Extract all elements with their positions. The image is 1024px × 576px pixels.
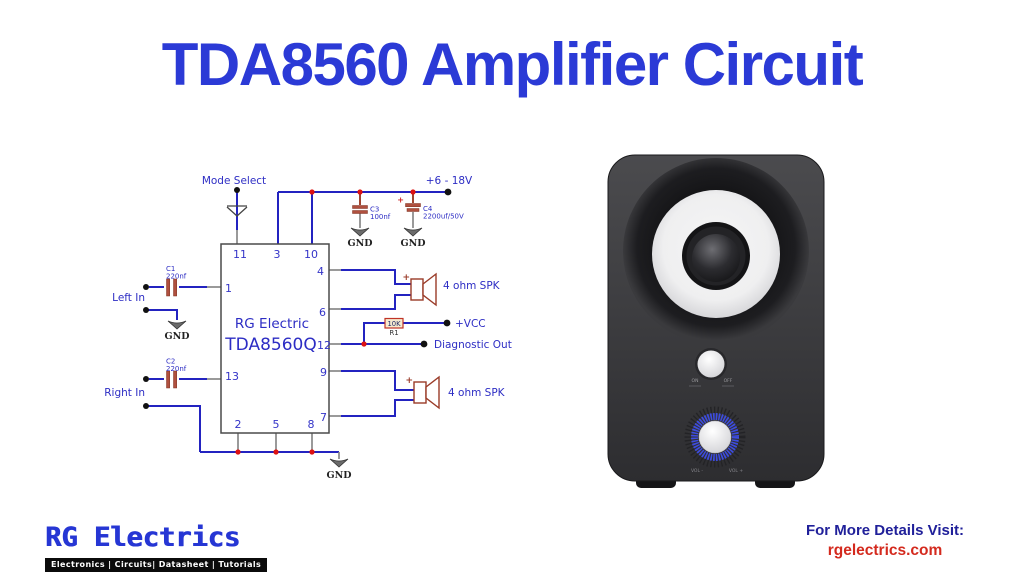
knob-tick-ring [684, 406, 746, 468]
speaker-symbol-bottom: + [405, 375, 440, 410]
schematic-labels: Mode Select +6 - 18V Left In Right In 4 … [104, 175, 512, 399]
c2-name: C2 [166, 358, 175, 366]
pin-1: 1 [225, 282, 232, 295]
speaker-photo: ON OFF VOL - VOL + [607, 154, 825, 488]
pin-12: 12 [317, 339, 331, 352]
on-label: ON [692, 378, 699, 384]
pin-5: 5 [273, 418, 280, 431]
gnd-label-c4: GND [400, 238, 425, 249]
vcc-label: +VCC [455, 318, 486, 330]
c1-value: 220nf [166, 273, 187, 281]
pin-7: 7 [320, 411, 327, 424]
ic-pin-numbers: 11 3 10 1 13 4 6 12 9 7 2 5 8 [225, 248, 331, 431]
pin-3: 3 [274, 248, 281, 261]
diode-icon [226, 205, 248, 217]
r1-value: 10K [387, 320, 401, 328]
gnd-labels: GND GND GND GND [164, 238, 425, 481]
capacitor-c3 [352, 193, 368, 214]
logo-tagline: Electronics | Circuits| Datasheet | Tuto… [45, 558, 268, 572]
ic-part-number: TDA8560Q [224, 335, 316, 355]
spk2-label: 4 ohm SPK [448, 387, 506, 399]
more-details-text: For More Details Visit: [805, 522, 965, 539]
supply-voltage-label: +6 - 18V [426, 175, 473, 187]
c3-name: C3 [370, 206, 379, 214]
c1-name: C1 [166, 265, 175, 273]
ic-texts: RG Electric TDA8560Q [224, 316, 316, 355]
pin-11: 11 [233, 248, 247, 261]
pin-9: 9 [320, 366, 327, 379]
spk1-label: 4 ohm SPK [443, 280, 501, 292]
pin-4: 4 [317, 265, 324, 278]
c4-name: C4 [423, 205, 433, 213]
c4-polarity-plus: + [397, 196, 404, 205]
gnd-label-bottom: GND [326, 470, 351, 481]
volume-knob-group: VOL - VOL + [684, 406, 746, 474]
junction-dots-black [143, 187, 452, 409]
junction-dots-red [235, 189, 416, 455]
page-title: TDA8560 Amplifier Circuit [161, 31, 864, 98]
c4-value: 2200uf/50V [423, 213, 464, 221]
diagnostic-out-label: Diagnostic Out [434, 339, 512, 351]
capacitor-c2 [166, 370, 177, 389]
c2-value: 220nf [166, 365, 187, 373]
pin-10: 10 [304, 248, 318, 261]
spk-top-plus: + [402, 273, 410, 283]
off-label: OFF [724, 378, 733, 384]
circuit-schematic: + 10K R1 + + [104, 175, 512, 481]
schematic-wires [146, 190, 448, 453]
gnd-symbols [167, 227, 423, 468]
resistor-r1: 10K R1 [384, 317, 404, 337]
pin-2: 2 [235, 418, 242, 431]
knob-led-ring [691, 413, 739, 461]
capacitor-c1 [166, 278, 177, 297]
logo-wordmark: RG Electrics [45, 522, 241, 553]
vol-plus-label: VOL + [729, 468, 743, 474]
power-button-group: ON OFF [689, 348, 734, 387]
mode-select-label: Mode Select [202, 175, 266, 187]
vol-minus-label: VOL - [691, 468, 703, 474]
power-button[interactable] [697, 350, 725, 378]
ic-body [220, 243, 330, 434]
speaker-symbol-top: + [402, 272, 437, 307]
r1-name: R1 [389, 329, 398, 337]
left-in-label: Left In [112, 292, 145, 304]
gnd-label-input: GND [164, 331, 189, 342]
ic-brand: RG Electric [235, 316, 309, 332]
volume-knob[interactable] [698, 420, 732, 454]
brand-logo: RG Electrics Electronics | Circuits| Dat… [45, 524, 305, 572]
schematic-pin-stubs [207, 212, 414, 459]
speaker-driver [623, 158, 809, 344]
gnd-label-c3: GND [347, 238, 372, 249]
pin-13: 13 [225, 370, 239, 383]
driver-dome [692, 234, 740, 282]
c3-value: 100nf [370, 213, 391, 221]
right-in-label: Right In [104, 387, 145, 399]
website-link[interactable]: rgelectrics.com [827, 542, 943, 559]
spk-bottom-plus: + [405, 376, 413, 386]
footer-details: For More Details Visit: rgelectrics.com [785, 521, 985, 561]
capacitor-c4: + [397, 193, 421, 212]
pin-8: 8 [308, 418, 315, 431]
pin-6: 6 [319, 306, 326, 319]
